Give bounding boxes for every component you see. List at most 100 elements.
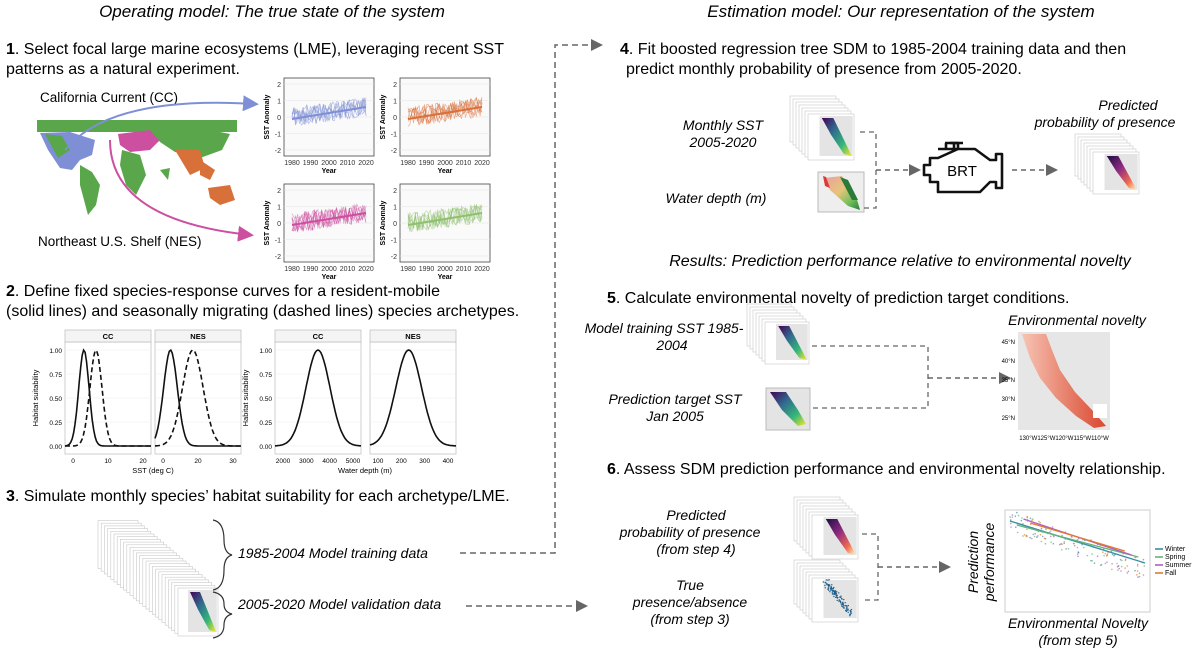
- x-tick-label: 20: [139, 458, 147, 465]
- y-axis-label: SST Anomaly: [264, 200, 271, 245]
- step2-text-2: (solid lines) and seasonally migrating (…: [6, 303, 519, 320]
- performance-point: [1021, 517, 1023, 519]
- y-tick-label: 1: [277, 99, 281, 106]
- latitude-tick: 35°N: [1002, 378, 1015, 384]
- x-tick-label: 2010: [340, 266, 356, 273]
- x-tick-label: 30: [229, 458, 237, 465]
- longitude-ticks: 130°W125°W120°W115°W110°W: [1019, 436, 1109, 442]
- season-trend-line: [1030, 522, 1125, 552]
- y-tick-label: 2: [393, 188, 397, 195]
- performance-point: [1025, 535, 1027, 537]
- performance-point: [1045, 528, 1047, 530]
- y-axis-label: SST Anomaly: [264, 94, 271, 139]
- performance-point: [1009, 516, 1011, 518]
- y-tick-label: -2: [391, 254, 397, 261]
- anomaly-series-line: [407, 204, 483, 232]
- performance-point: [1076, 546, 1079, 549]
- step2-title: 2. Define fixed species-response curves …: [6, 283, 440, 300]
- performance-point: [1041, 535, 1044, 538]
- latitude-tick: 45°N: [1002, 340, 1015, 346]
- legend-entry: Fall: [1165, 570, 1177, 577]
- training-data-label: 1985-2004 Model training data: [238, 545, 428, 561]
- y-tick-label: 0: [277, 221, 281, 228]
- performance-point: [1016, 511, 1018, 514]
- step3-title: 3. Simulate monthly species’ habitat sui…: [6, 488, 510, 505]
- world-map: [37, 120, 237, 220]
- x-tick-label: 2020: [474, 160, 490, 167]
- performance-point: [1113, 554, 1115, 557]
- performance-point: [1065, 548, 1067, 550]
- water-depth-label: Water depth (m): [666, 190, 767, 206]
- x-tick-label: 1990: [303, 160, 319, 167]
- performance-point: [1029, 536, 1031, 539]
- map-tile: [1092, 151, 1140, 195]
- y-tick-label: 2: [277, 188, 281, 195]
- performance-point: [1136, 570, 1139, 572]
- y-tick-label: -2: [275, 254, 281, 261]
- validation-brace: [212, 591, 233, 639]
- performance-point: [1136, 565, 1139, 567]
- novelty-xlabel-2: (from step 5): [1038, 632, 1117, 648]
- y-tick-label: 1: [393, 99, 397, 106]
- y-tick-label: -1: [275, 238, 281, 245]
- performance-point: [1061, 549, 1063, 551]
- step1-text-2: patterns as a natural experiment.: [6, 61, 240, 78]
- performance-point: [1026, 516, 1029, 519]
- x-tick-label: 2010: [456, 266, 472, 273]
- target-sst-map: [765, 387, 811, 431]
- x-tick-label: 2020: [358, 266, 374, 273]
- performance-point: [1049, 535, 1052, 538]
- x-tick-label: 2000: [321, 266, 337, 273]
- performance-point: [1102, 551, 1104, 553]
- x-tick-label: 200: [396, 458, 407, 465]
- x-tick-label: 2010: [340, 160, 356, 167]
- performance-point: [1060, 542, 1062, 545]
- x-tick-label: 0: [71, 458, 75, 465]
- predicted-probability-stack-6: [793, 496, 859, 560]
- anomaly-series-line: [291, 99, 367, 125]
- performance-point: [1022, 535, 1024, 537]
- training-to-step4-arrow: [460, 39, 603, 554]
- y-tick-label: 1.00: [259, 348, 272, 355]
- latitude-tick: 30°N: [1002, 397, 1015, 403]
- y-axis-label: SST Anomaly: [380, 200, 387, 245]
- step5-title: 5. Calculate environmental novelty of pr…: [607, 290, 1070, 307]
- x-tick-label: 400: [443, 458, 454, 465]
- x-tick-label: 1990: [419, 160, 435, 167]
- y-tick-label: 0.50: [49, 396, 62, 403]
- performance-point: [1061, 534, 1063, 537]
- latitude-tick: 40°N: [1002, 359, 1015, 365]
- x-tick-label: 300: [419, 458, 430, 465]
- monthly-sst-map-stack: [789, 95, 855, 161]
- y-tick-label: 0: [277, 115, 281, 122]
- performance-point: [1093, 562, 1096, 564]
- performance-point: [1029, 517, 1032, 520]
- nes-label: Northeast U.S. Shelf (NES): [38, 234, 202, 249]
- x-tick-label: 2020: [358, 160, 374, 167]
- x-tick-label: 10: [104, 458, 112, 465]
- performance-point: [1083, 546, 1085, 549]
- x-axis-label: Year: [438, 274, 453, 281]
- anomaly-series-line: [291, 205, 367, 232]
- x-tick-label: 2000: [276, 458, 291, 465]
- step3-number: 3: [6, 488, 15, 505]
- performance-point: [1126, 565, 1129, 567]
- performance-point: [1037, 535, 1039, 537]
- performance-point: [1010, 522, 1012, 525]
- performance-point: [1036, 536, 1038, 538]
- performance-point: [1073, 544, 1076, 547]
- x-tick-label: 100: [373, 458, 384, 465]
- performance-point: [1026, 528, 1028, 531]
- performance-point: [1091, 559, 1093, 562]
- performance-point: [1106, 561, 1108, 563]
- x-tick-label: 1980: [284, 266, 300, 273]
- novelty-map-axis: 45°N40°N35°N30°N25°N130°W125°W120°W115°W…: [1002, 340, 1109, 442]
- y-tick-label: 0.25: [259, 420, 272, 427]
- performance-point: [1070, 535, 1073, 538]
